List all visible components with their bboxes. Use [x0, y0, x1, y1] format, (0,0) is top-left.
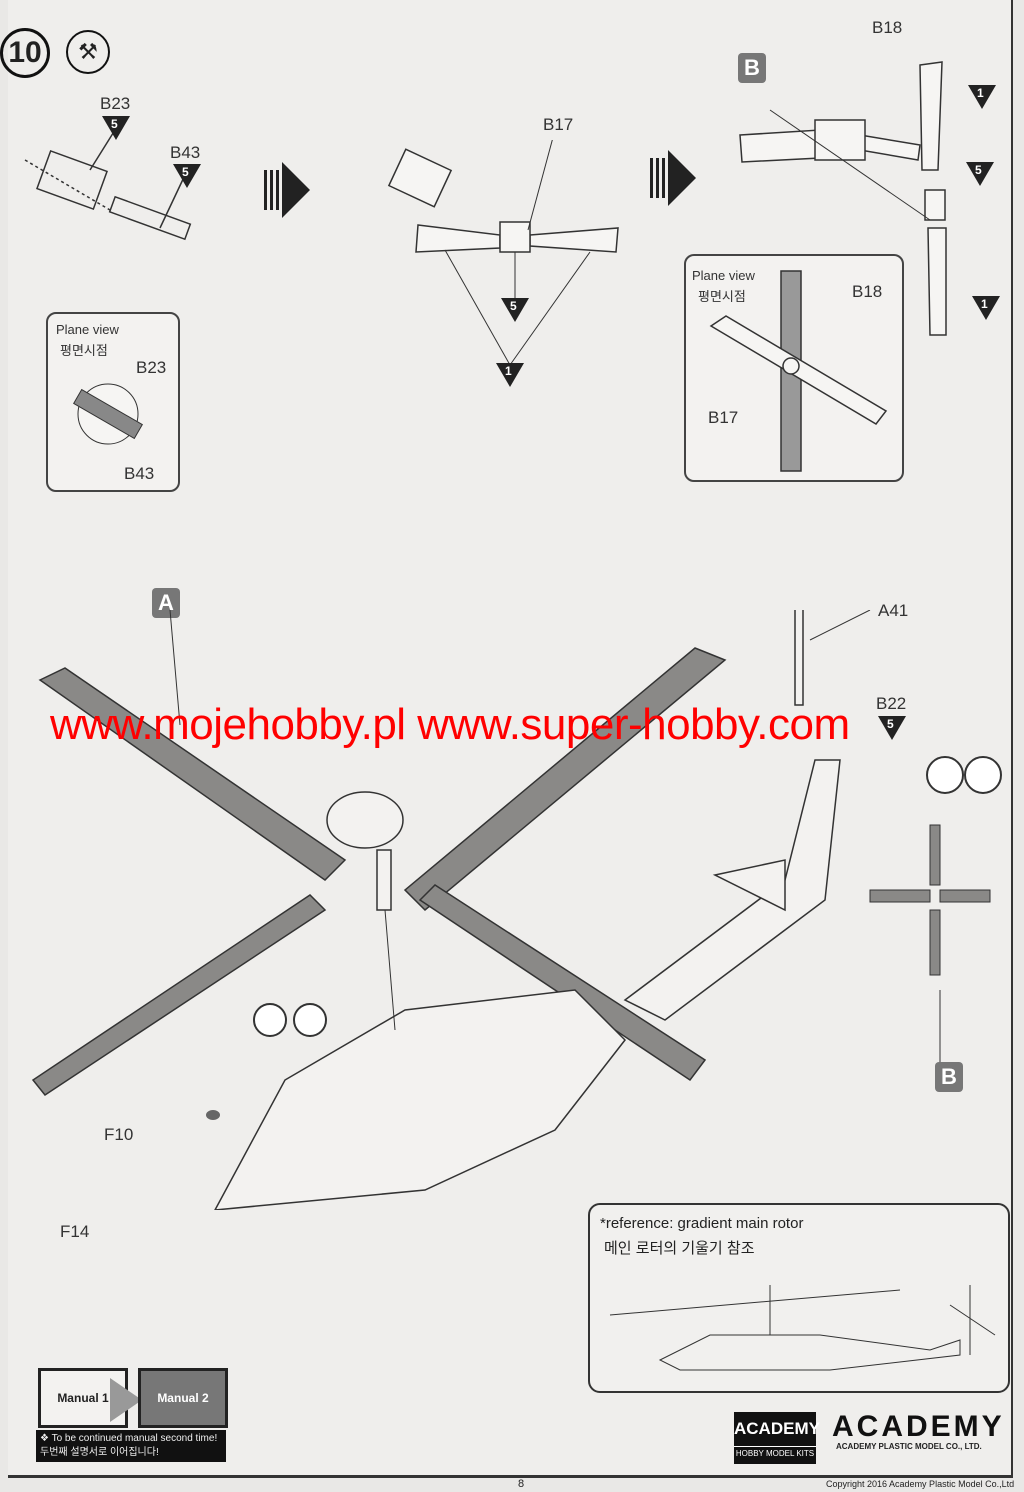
part-label: B17: [543, 115, 574, 134]
glue-marker: 5: [878, 716, 906, 740]
part-label: A41: [878, 601, 909, 620]
plane-view-box: Plane view 평면시점 B18 B17: [684, 254, 904, 482]
watermark: www.mojehobby.pl www.super-hobby.com: [50, 700, 850, 749]
plane-view-box: Plane view 평면시점 B23 B43: [46, 312, 180, 492]
reference-title-ko: 메인 로터의 기울기 참조: [604, 1240, 755, 1257]
reference-box: *reference: gradient main rotor 메인 로터의 기…: [588, 1203, 1010, 1393]
glue-marker: 5: [501, 298, 529, 322]
arrow-icon: [110, 1378, 142, 1422]
part-label: B43: [170, 143, 201, 162]
academy-brand-logo: ACADEMY: [832, 1410, 1005, 1443]
glue-marker: 1: [496, 363, 524, 387]
step-number: 10: [0, 28, 50, 78]
arrow-icon: [264, 162, 310, 218]
part-label: B23: [100, 94, 131, 113]
part-label: F14: [60, 1222, 90, 1241]
company-name: ACADEMY PLASTIC MODEL CO., LTD.: [836, 1442, 982, 1451]
arrow-icon: [650, 150, 696, 206]
rotor-hub-parts-drawing: [24, 129, 192, 241]
helicopter-assembly-drawing: [31, 610, 1002, 1210]
glue-marker: 1: [972, 296, 1000, 320]
callout-badge-b: B: [738, 53, 766, 83]
academy-box-logo: ACADEMY HOBBY MODEL KITS: [734, 1412, 820, 1464]
part-label: B22: [876, 694, 907, 713]
part-label: B18: [872, 18, 903, 37]
continuation-note: ❖ To be continued manual second time! 두번…: [36, 1430, 226, 1462]
tail-rotor-assembly-drawing: [739, 61, 947, 336]
callout-badge-b: B: [935, 1062, 963, 1092]
glue-marker: 5: [102, 116, 130, 140]
part-label: F10: [104, 1125, 134, 1144]
glue-marker: 1: [968, 85, 996, 109]
copyright: Copyright 2016 Academy Plastic Model Co.…: [826, 1479, 1015, 1489]
manual-2-icon: Manual 2: [138, 1368, 228, 1428]
reference-title: *reference: gradient main rotor: [600, 1215, 804, 1232]
page-number: 8: [518, 1478, 525, 1490]
callout-badge-a: A: [152, 588, 180, 618]
helicopter-side-view-drawing: [609, 1285, 996, 1371]
glue-marker: 5: [966, 162, 994, 186]
rotor-blade-assembly-drawing: [387, 140, 619, 366]
hammer-glue-icon: ⚒: [66, 30, 110, 74]
glue-marker: 5: [173, 164, 201, 188]
